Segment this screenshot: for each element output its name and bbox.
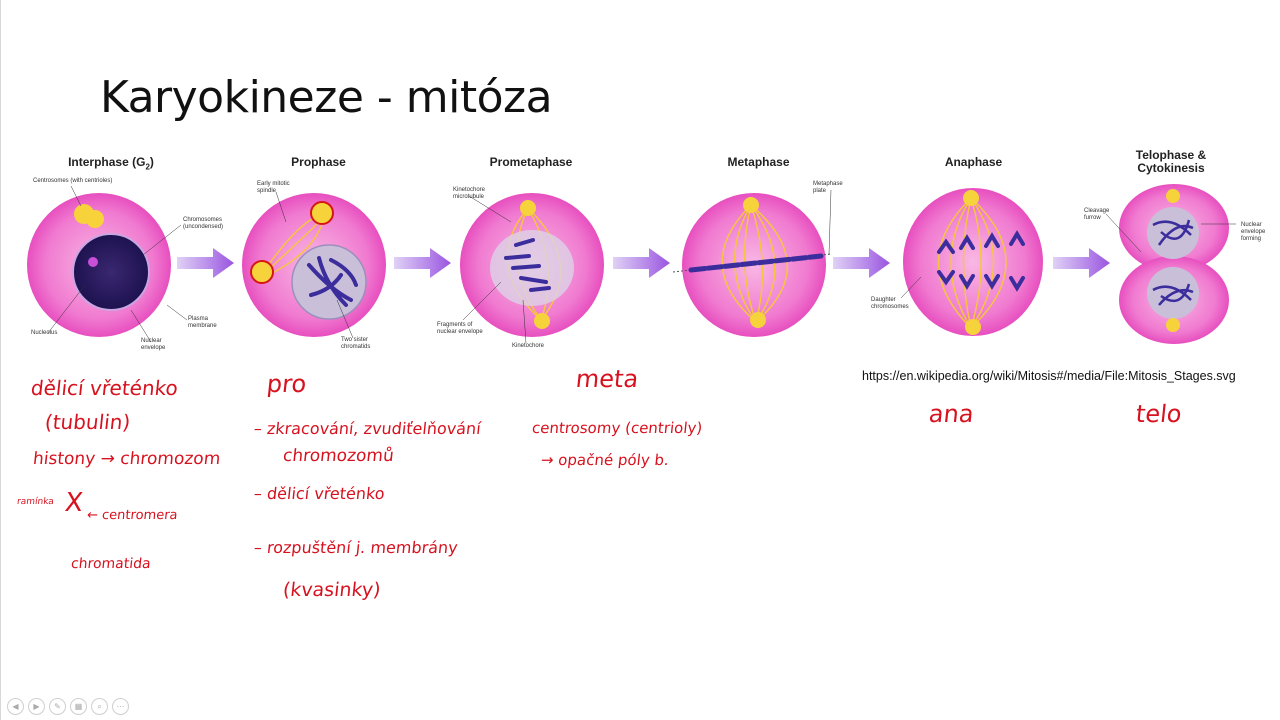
note-pro: pro: [265, 370, 308, 398]
stage-title-anaphase: Anaphase: [944, 155, 1003, 169]
note-histones: histony → chromozom: [31, 449, 222, 469]
stage-arrow: [177, 248, 1110, 278]
label-centrosomes: Centrosomes (with centrioles): [33, 178, 113, 184]
stage-title-interphase: Interphase (G2): [68, 155, 154, 172]
chromosome-x-icon: X: [63, 488, 85, 518]
note-opposite-poles: → opačné póly b.: [540, 451, 670, 469]
note-meta: meta: [574, 365, 640, 393]
slide-title: Karyokineze - mitóza: [100, 72, 553, 123]
presenter-toolbar: ◀ ▶ ✎ ▦ ⌕ ⋯: [7, 698, 129, 715]
stage-title-metaphase: Metaphase: [727, 155, 790, 169]
note-tubulin: (tubulin): [43, 410, 132, 434]
telophase-cell: [1119, 184, 1229, 344]
prophase-cell: [242, 193, 386, 337]
stage-title-prometaphase: Prometaphase: [489, 155, 573, 169]
note-chromatid: chromatida: [70, 556, 152, 572]
source-url[interactable]: https://en.wikipedia.org/wiki/Mitosis#/m…: [862, 369, 1236, 383]
zoom-icon[interactable]: ⌕: [91, 698, 108, 715]
interphase-cell: [27, 193, 171, 337]
metaphase-cell: [672, 193, 832, 337]
note-yeast: (kvasinky): [281, 579, 382, 601]
pen-icon[interactable]: ✎: [49, 698, 66, 715]
stage-title-prophase: Prophase: [291, 155, 346, 169]
note-telo: telo: [1134, 400, 1184, 428]
note-centromere: ← centromera: [86, 508, 179, 523]
note-centrosomes: centrosomy (centrioly): [531, 419, 704, 437]
note-membrane-dissolve: – rozpuštění j. membrány: [253, 538, 459, 557]
label-kinetochore: Kinetochore: [512, 343, 545, 349]
note-arms: ramínka: [16, 497, 55, 507]
note-spindle: dělicí vřeténko: [29, 376, 180, 400]
label-nucleolus: Nucleolus: [31, 330, 58, 336]
note-spindle-2: – dělicí vřeténko: [253, 484, 386, 503]
prometaphase-cell: [460, 193, 604, 337]
anaphase-cell: [903, 188, 1043, 336]
note-ana: ana: [927, 400, 976, 428]
note-chromosomes: chromozomů: [281, 446, 395, 466]
label-chromosomes: Chromosomes(uncondensed): [183, 217, 224, 230]
more-icon[interactable]: ⋯: [112, 698, 129, 715]
prev-icon[interactable]: ◀: [7, 698, 24, 715]
next-icon[interactable]: ▶: [28, 698, 45, 715]
note-condensation: – zkracování, zvudiťelňování: [253, 419, 482, 438]
slides-icon[interactable]: ▦: [70, 698, 87, 715]
stage-title-telophase: Telophase &Cytokinesis: [1135, 148, 1207, 175]
